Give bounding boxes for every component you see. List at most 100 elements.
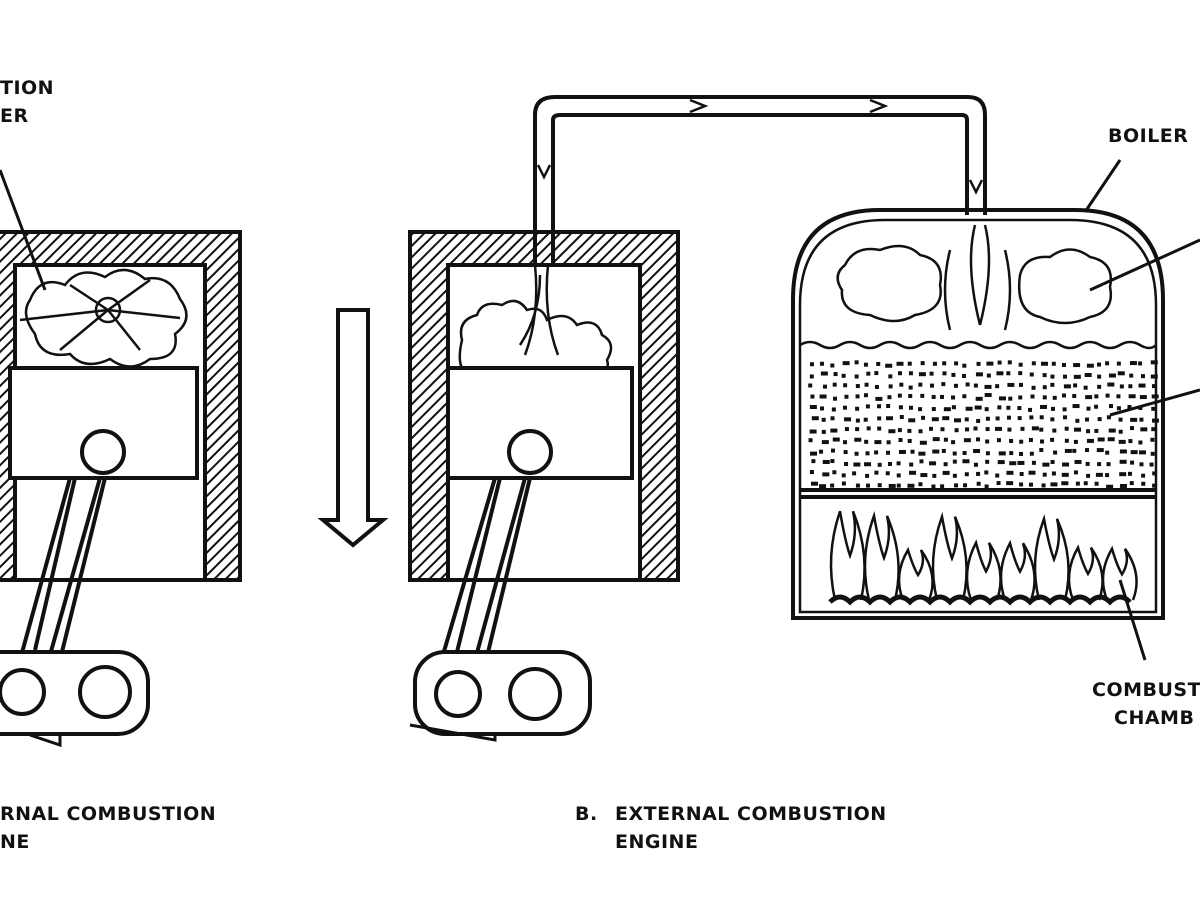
water-dot <box>1097 462 1102 467</box>
water-dot <box>1141 473 1146 478</box>
water-dot <box>820 371 828 376</box>
water-dot <box>877 462 882 467</box>
water-dot <box>932 437 940 442</box>
water-dot <box>833 372 838 377</box>
water-dot <box>1097 374 1102 379</box>
water-dot <box>1028 482 1033 487</box>
label-line: COMBUST <box>1092 679 1200 701</box>
water-dot <box>899 382 904 387</box>
water-dot <box>1074 427 1082 432</box>
water-dot <box>1083 385 1088 390</box>
water-dot <box>908 393 913 398</box>
water-dot <box>1007 382 1015 387</box>
water-dot <box>1108 373 1116 378</box>
water-dot <box>843 383 848 388</box>
water-dot <box>984 484 989 489</box>
water-dot <box>965 427 970 432</box>
water-dot <box>1051 471 1056 476</box>
water-dot <box>874 470 879 475</box>
water-dot <box>854 374 859 379</box>
water-dot <box>929 426 934 431</box>
water-dot <box>998 396 1006 401</box>
water-dot <box>1094 404 1099 409</box>
water-dot <box>1039 427 1044 432</box>
water-dot <box>1042 462 1050 467</box>
water-dot <box>1064 438 1069 443</box>
water-dot <box>1096 362 1101 367</box>
water-dot <box>908 418 916 423</box>
water-dot <box>954 483 959 488</box>
water-dot <box>877 416 882 421</box>
water-dot <box>1006 405 1011 410</box>
water-dot <box>1040 361 1048 366</box>
crank-left <box>0 650 150 736</box>
water-dot <box>1150 360 1158 365</box>
water-dot <box>1118 417 1123 422</box>
water-dot <box>1130 460 1135 465</box>
water-dot <box>1064 448 1072 453</box>
water-dot <box>1018 395 1023 400</box>
water-dot <box>1031 385 1036 390</box>
water-dot <box>1028 437 1033 442</box>
water-dot <box>998 451 1006 456</box>
water-dot <box>1083 481 1088 486</box>
water-dot <box>1075 481 1080 486</box>
water-dot <box>996 371 1004 376</box>
water-dot <box>1085 417 1090 422</box>
water-dot <box>995 473 1000 478</box>
water-dot <box>819 361 824 366</box>
water-dot <box>942 470 950 475</box>
water-dot <box>832 437 840 442</box>
water-dot <box>1119 472 1127 477</box>
water-dot <box>1152 483 1157 488</box>
water-dot <box>863 362 868 367</box>
water-dot <box>940 394 945 399</box>
water-dot <box>1050 437 1055 442</box>
water-dot <box>962 374 967 379</box>
water-dot <box>1039 404 1047 409</box>
water-dot <box>909 470 917 475</box>
water-dot <box>1097 384 1102 389</box>
water-dot <box>1152 471 1157 476</box>
water-dot <box>1042 373 1047 378</box>
water-dot <box>918 482 923 487</box>
water-dot <box>866 426 871 431</box>
water-dot <box>877 426 882 431</box>
water-dot <box>819 449 824 454</box>
water-dot <box>885 416 893 421</box>
water-dot <box>844 417 852 422</box>
water-dot <box>1141 374 1146 379</box>
water-dot <box>976 437 981 442</box>
steam-cloud-icon <box>458 264 613 377</box>
water-dot <box>1051 361 1056 366</box>
water-dot <box>1086 406 1091 411</box>
water-dot <box>1138 440 1143 445</box>
water-dot <box>897 393 902 398</box>
water-dot <box>887 395 892 400</box>
caption-line: EXTERNAL COMBUSTION <box>615 803 887 825</box>
flame <box>931 511 968 601</box>
water-dot <box>863 393 868 398</box>
water-dot <box>1019 451 1024 456</box>
water-dot <box>1006 415 1011 420</box>
water-dot <box>819 394 827 399</box>
water-dot <box>973 449 981 454</box>
water-dot <box>1130 426 1135 431</box>
flame <box>1033 514 1070 601</box>
water-dot <box>843 450 848 455</box>
water-dot <box>929 461 937 466</box>
water-dot <box>996 438 1001 443</box>
water-dot <box>1020 426 1025 431</box>
water-dot <box>1009 461 1017 466</box>
cylinder-wall-left <box>0 230 242 582</box>
water-dot <box>941 448 946 453</box>
water-dot <box>907 361 912 366</box>
water-dot <box>997 360 1002 365</box>
water-dot <box>830 416 835 421</box>
water-dot <box>954 418 962 423</box>
water-dot <box>976 481 981 486</box>
water-dot <box>932 361 937 366</box>
water-dot <box>996 481 1001 486</box>
water-dot <box>1062 374 1067 379</box>
